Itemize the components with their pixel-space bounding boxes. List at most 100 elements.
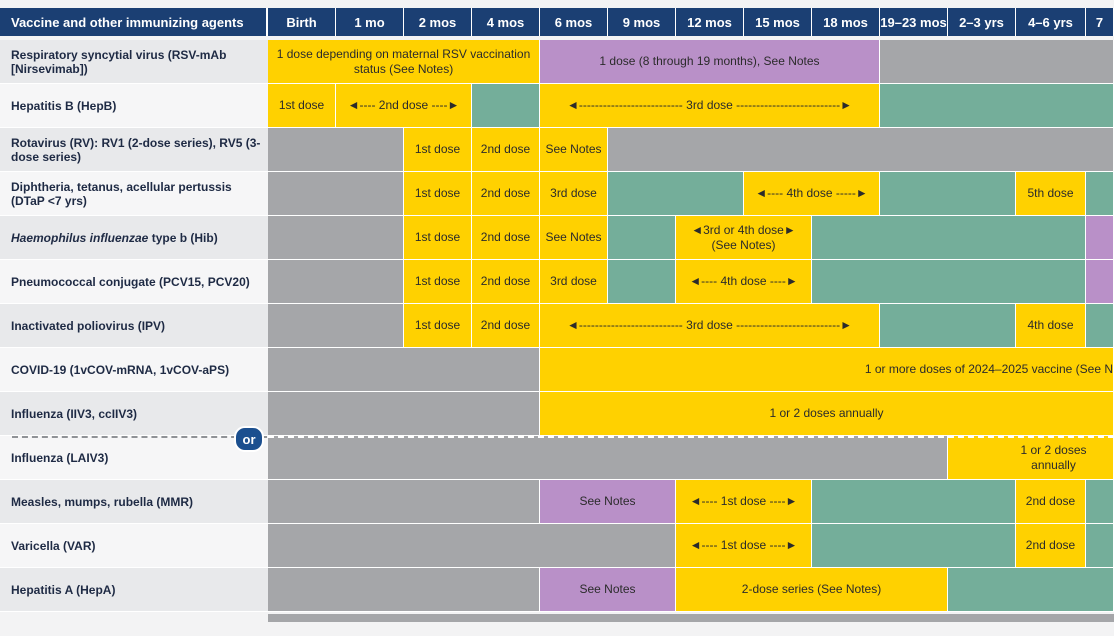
cell-ipv-5: 4th dose <box>1016 304 1086 348</box>
cell-rsv-1: 1 dose (8 through 19 months), See Notes <box>540 40 880 84</box>
row-influenza-iiv <box>0 392 268 436</box>
header-age-6: 12 mos <box>676 8 744 36</box>
row-dtap <box>0 172 268 216</box>
cell-dtap-4 <box>608 172 744 216</box>
cell-hepb-2 <box>472 84 540 128</box>
row-label-influenza-laiv: Influenza (LAIV3) <box>11 450 109 465</box>
row-label-varicella: Varicella (VAR) <box>11 538 96 553</box>
cell-influenza-iiv-0 <box>268 392 540 436</box>
cell-hib-7 <box>1086 216 1114 260</box>
row-label-covid: COVID-19 (1vCOV-mRNA, 1vCOV-aPS) <box>11 362 230 377</box>
row-rsv <box>0 40 268 84</box>
cell-hepa-2: 2-dose series (See Notes) <box>676 568 948 612</box>
cell-covid-1: 1 or more doses of 2024–2025 vaccine (Se… <box>540 348 1114 392</box>
cell-covid-0 <box>268 348 540 392</box>
header-age-5: 9 mos <box>608 8 676 36</box>
cell-hib-5: ◄3rd or 4th dose► (See Notes) <box>676 216 812 260</box>
row-pcv <box>0 260 268 304</box>
cell-pcv-4 <box>608 260 676 304</box>
row-label-hepb: Hepatitis B (HepB) <box>11 98 117 113</box>
cell-hepb-1: ◄---- 2nd dose ----► <box>336 84 472 128</box>
cell-dtap-7: 5th dose <box>1016 172 1086 216</box>
cell-hepb-4 <box>880 84 1114 128</box>
cell-ipv-1: 1st dose <box>404 304 472 348</box>
cell-dtap-3: 3rd dose <box>540 172 608 216</box>
cell-influenza-laiv-1: 1 or 2 doses annually <box>948 436 1114 480</box>
cell-varicella-4 <box>1086 524 1114 568</box>
header-age-8: 18 mos <box>812 8 880 36</box>
cell-mmr-3 <box>812 480 1016 524</box>
row-label-dtap: Diphtheria, tetanus, acellular pertussis… <box>11 179 232 208</box>
cell-hepb-3: ◄-------------------------- 3rd dose ---… <box>540 84 880 128</box>
cell-rotavirus-3: See Notes <box>540 128 608 172</box>
cell-rsv-0: 1 dose depending on maternal RSV vaccina… <box>268 40 540 84</box>
row-label-rotavirus: Rotavirus (RV): RV1 (2-dose series), RV5… <box>11 135 261 164</box>
header-age-3: 4 mos <box>472 8 540 36</box>
cell-hib-1: 1st dose <box>404 216 472 260</box>
row-label-hepa: Hepatitis A (HepA) <box>11 582 116 597</box>
cell-pcv-1: 1st dose <box>404 260 472 304</box>
or-separator-line-right <box>268 436 1114 438</box>
row-label-ipv: Inactivated poliovirus (IPV) <box>11 318 166 333</box>
cell-hib-6 <box>812 216 1086 260</box>
header-age-2: 2 mos <box>404 8 472 36</box>
cell-rotavirus-0 <box>268 128 404 172</box>
cell-ipv-4 <box>880 304 1016 348</box>
cell-hepa-1: See Notes <box>540 568 676 612</box>
cell-pcv-7 <box>1086 260 1114 304</box>
cell-rotavirus-1: 1st dose <box>404 128 472 172</box>
cell-hib-2: 2nd dose <box>472 216 540 260</box>
cell-dtap-6 <box>880 172 1016 216</box>
header-age-9: 19–23 mos <box>880 8 948 36</box>
header-vaccine-column: Vaccine and other immunizing agents <box>0 8 268 36</box>
cell-dtap-5: ◄---- 4th dose -----► <box>744 172 880 216</box>
or-badge: or <box>234 426 264 452</box>
cell-pcv-2: 2nd dose <box>472 260 540 304</box>
cell-rotavirus-4 <box>608 128 1114 172</box>
cell-mmr-5 <box>1086 480 1114 524</box>
cell-pcv-5: ◄---- 4th dose ----► <box>676 260 812 304</box>
cell-varicella-3: 2nd dose <box>1016 524 1086 568</box>
row-covid <box>0 348 268 392</box>
cell-hepa-0 <box>268 568 540 612</box>
cell-mmr-0 <box>268 480 540 524</box>
header-age-0: Birth <box>268 8 336 36</box>
cell-hepa-3 <box>948 568 1114 612</box>
row-label-hib: Haemophilus influenzae type b (Hib) <box>11 230 218 245</box>
cell-dtap-2: 2nd dose <box>472 172 540 216</box>
row-label-rsv: Respiratory syncytial virus (RSV-mAb [Ni… <box>11 47 227 76</box>
cell-influenza-laiv-0 <box>268 436 948 480</box>
header-age-11: 4–6 yrs <box>1016 8 1086 36</box>
cell-dtap-0 <box>268 172 404 216</box>
cell-ipv-0 <box>268 304 404 348</box>
row-hib <box>0 216 268 260</box>
row-label-mmr: Measles, mumps, rubella (MMR) <box>11 494 194 509</box>
or-separator-line <box>12 436 267 438</box>
row-varicella <box>0 524 268 568</box>
header-age-7: 15 mos <box>744 8 812 36</box>
row-mmr <box>0 480 268 524</box>
cell-hib-4 <box>608 216 676 260</box>
row-hepa <box>0 568 268 612</box>
cell-mmr-4: 2nd dose <box>1016 480 1086 524</box>
cell-varicella-0 <box>268 524 676 568</box>
next-row-partial <box>268 614 1114 622</box>
row-ipv <box>0 304 268 348</box>
cell-ipv-6 <box>1086 304 1114 348</box>
header-age-4: 6 mos <box>540 8 608 36</box>
header-age-12: 7 <box>1086 8 1114 36</box>
cell-dtap-1: 1st dose <box>404 172 472 216</box>
row-label-influenza-iiv: Influenza (IIV3, ccIIV3) <box>11 406 138 421</box>
row-label-pcv: Pneumococcal conjugate (PCV15, PCV20) <box>11 274 250 289</box>
row-hepb <box>0 84 268 128</box>
cell-hib-3: See Notes <box>540 216 608 260</box>
cell-mmr-1: See Notes <box>540 480 676 524</box>
cell-ipv-2: 2nd dose <box>472 304 540 348</box>
cell-varicella-2 <box>812 524 1016 568</box>
header-age-10: 2–3 yrs <box>948 8 1016 36</box>
row-influenza-laiv <box>0 436 268 480</box>
cell-hepb-0: 1st dose <box>268 84 336 128</box>
cell-rotavirus-2: 2nd dose <box>472 128 540 172</box>
cell-ipv-3: ◄-------------------------- 3rd dose ---… <box>540 304 880 348</box>
